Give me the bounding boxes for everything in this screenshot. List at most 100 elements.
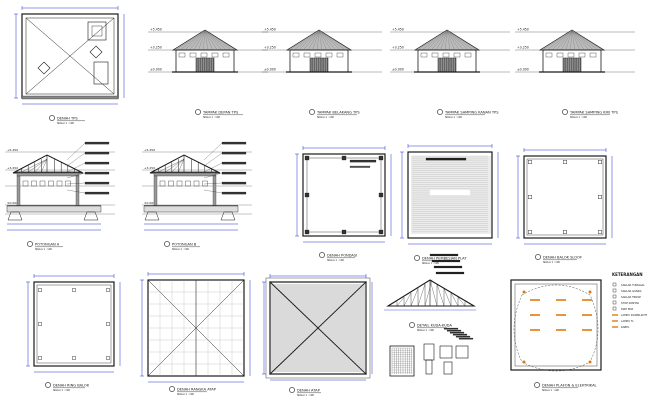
caption-title: DENAH BALOK SLOOF (543, 256, 582, 260)
level-label: +5.450 (7, 148, 18, 152)
level-label: ±0.000 (150, 68, 162, 72)
caption-scale: SKALA 1 : 100 (172, 248, 189, 251)
caption-scale: SKALA 1 : 100 (445, 116, 462, 119)
caption-scale: SKALA 1 : 100 (417, 329, 434, 332)
caption-marker (195, 109, 201, 115)
caption-scale: SKALA 1 : 100 (35, 248, 52, 251)
legend-title: KETERANGAN (612, 272, 643, 277)
caption-scale: SKALA 1 : 100 (317, 116, 334, 119)
caption-title: DENAH RING BALOK (53, 384, 90, 388)
caption-title: DENAH PEMBESIAN PLAT (422, 257, 467, 261)
caption-scale: SKALA 1 : 100 (570, 116, 587, 119)
caption-title: DENAH PONDASI (327, 254, 357, 258)
detail-small (389, 327, 474, 377)
caption-title: POTONGAN B (172, 243, 197, 247)
caption-title: DENAH RANGKA ATAP (177, 388, 217, 392)
level-label: +3.250 (517, 46, 529, 50)
caption-scale: SKALA 1 : 100 (177, 393, 194, 396)
caption-marker (534, 382, 540, 388)
level-label: +3.250 (264, 46, 276, 50)
legend-item: LAMPU DOWNLIGHT (621, 313, 648, 317)
lamp-downlight (588, 360, 592, 364)
caption-scale: SKALA 1 : 100 (203, 116, 220, 119)
level-label: +5.450 (150, 28, 162, 32)
caption-marker (562, 109, 568, 115)
caption-title: DENAH PLAFON & ELEKTRIKAL (542, 384, 597, 388)
caption-scale: SKALA 1 : 100 (543, 261, 560, 264)
level-label: ±0.000 (517, 68, 529, 72)
caption-title: DENAH ATAP (297, 389, 321, 393)
caption-scale: SKALA 1 : 100 (542, 389, 559, 392)
caption-marker (319, 252, 325, 258)
legend-item: SAKLAR TRIPLE (621, 295, 641, 299)
lamp-downlight (588, 290, 592, 294)
level-label: +5.450 (392, 28, 404, 32)
caption-title: POTONGAN A (35, 243, 60, 247)
legend-item: LAMPU TL (621, 319, 634, 323)
legend-item: SAKLAR TUNGGAL (621, 283, 645, 287)
level-label: +3.250 (392, 46, 404, 50)
caption-marker (164, 241, 170, 247)
level-label: ±0.000 (7, 201, 18, 205)
caption-title: TAMPAK DEPAN TPS (202, 111, 239, 115)
caption-title: TAMPAK SAMPING KANAN TPS (444, 111, 499, 115)
legend-item: KWH BOX (621, 307, 634, 311)
caption-scale: SKALA 1 : 100 (53, 389, 70, 392)
caption-marker (169, 386, 175, 392)
caption-marker (27, 241, 33, 247)
caption-marker (289, 387, 295, 393)
caption-title: DETAIL KUDA-KUDA (417, 324, 452, 328)
legend-item: KABEL (621, 325, 630, 329)
caption-title: TAMPAK BELAKANG TPS (316, 111, 360, 115)
level-label: +3.250 (150, 46, 162, 50)
caption-marker (437, 109, 443, 115)
caption-scale: SKALA 1 : 100 (422, 262, 439, 265)
level-label: +3.250 (7, 166, 18, 170)
caption-scale: SKALA 1 : 100 (57, 122, 74, 125)
caption-title: TAMPAK SAMPING KIRI TPS (569, 111, 619, 115)
level-label: +5.450 (264, 28, 276, 32)
legend-item: SAKLAR GANDA (621, 289, 642, 293)
caption-marker (309, 109, 315, 115)
caption-marker (409, 322, 415, 328)
caption-marker (414, 255, 420, 261)
level-label: +5.450 (144, 148, 155, 152)
lamp-downlight (522, 360, 526, 364)
wiring-path (513, 284, 599, 372)
level-label: ±0.000 (144, 201, 155, 205)
level-label: +5.450 (517, 28, 529, 32)
lamp-downlight (522, 290, 526, 294)
caption-scale: SKALA 1 : 100 (297, 394, 314, 397)
level-label: ±0.000 (264, 68, 276, 72)
level-label: ±0.000 (392, 68, 404, 72)
legend-item: STOP KONTAK (621, 301, 639, 305)
